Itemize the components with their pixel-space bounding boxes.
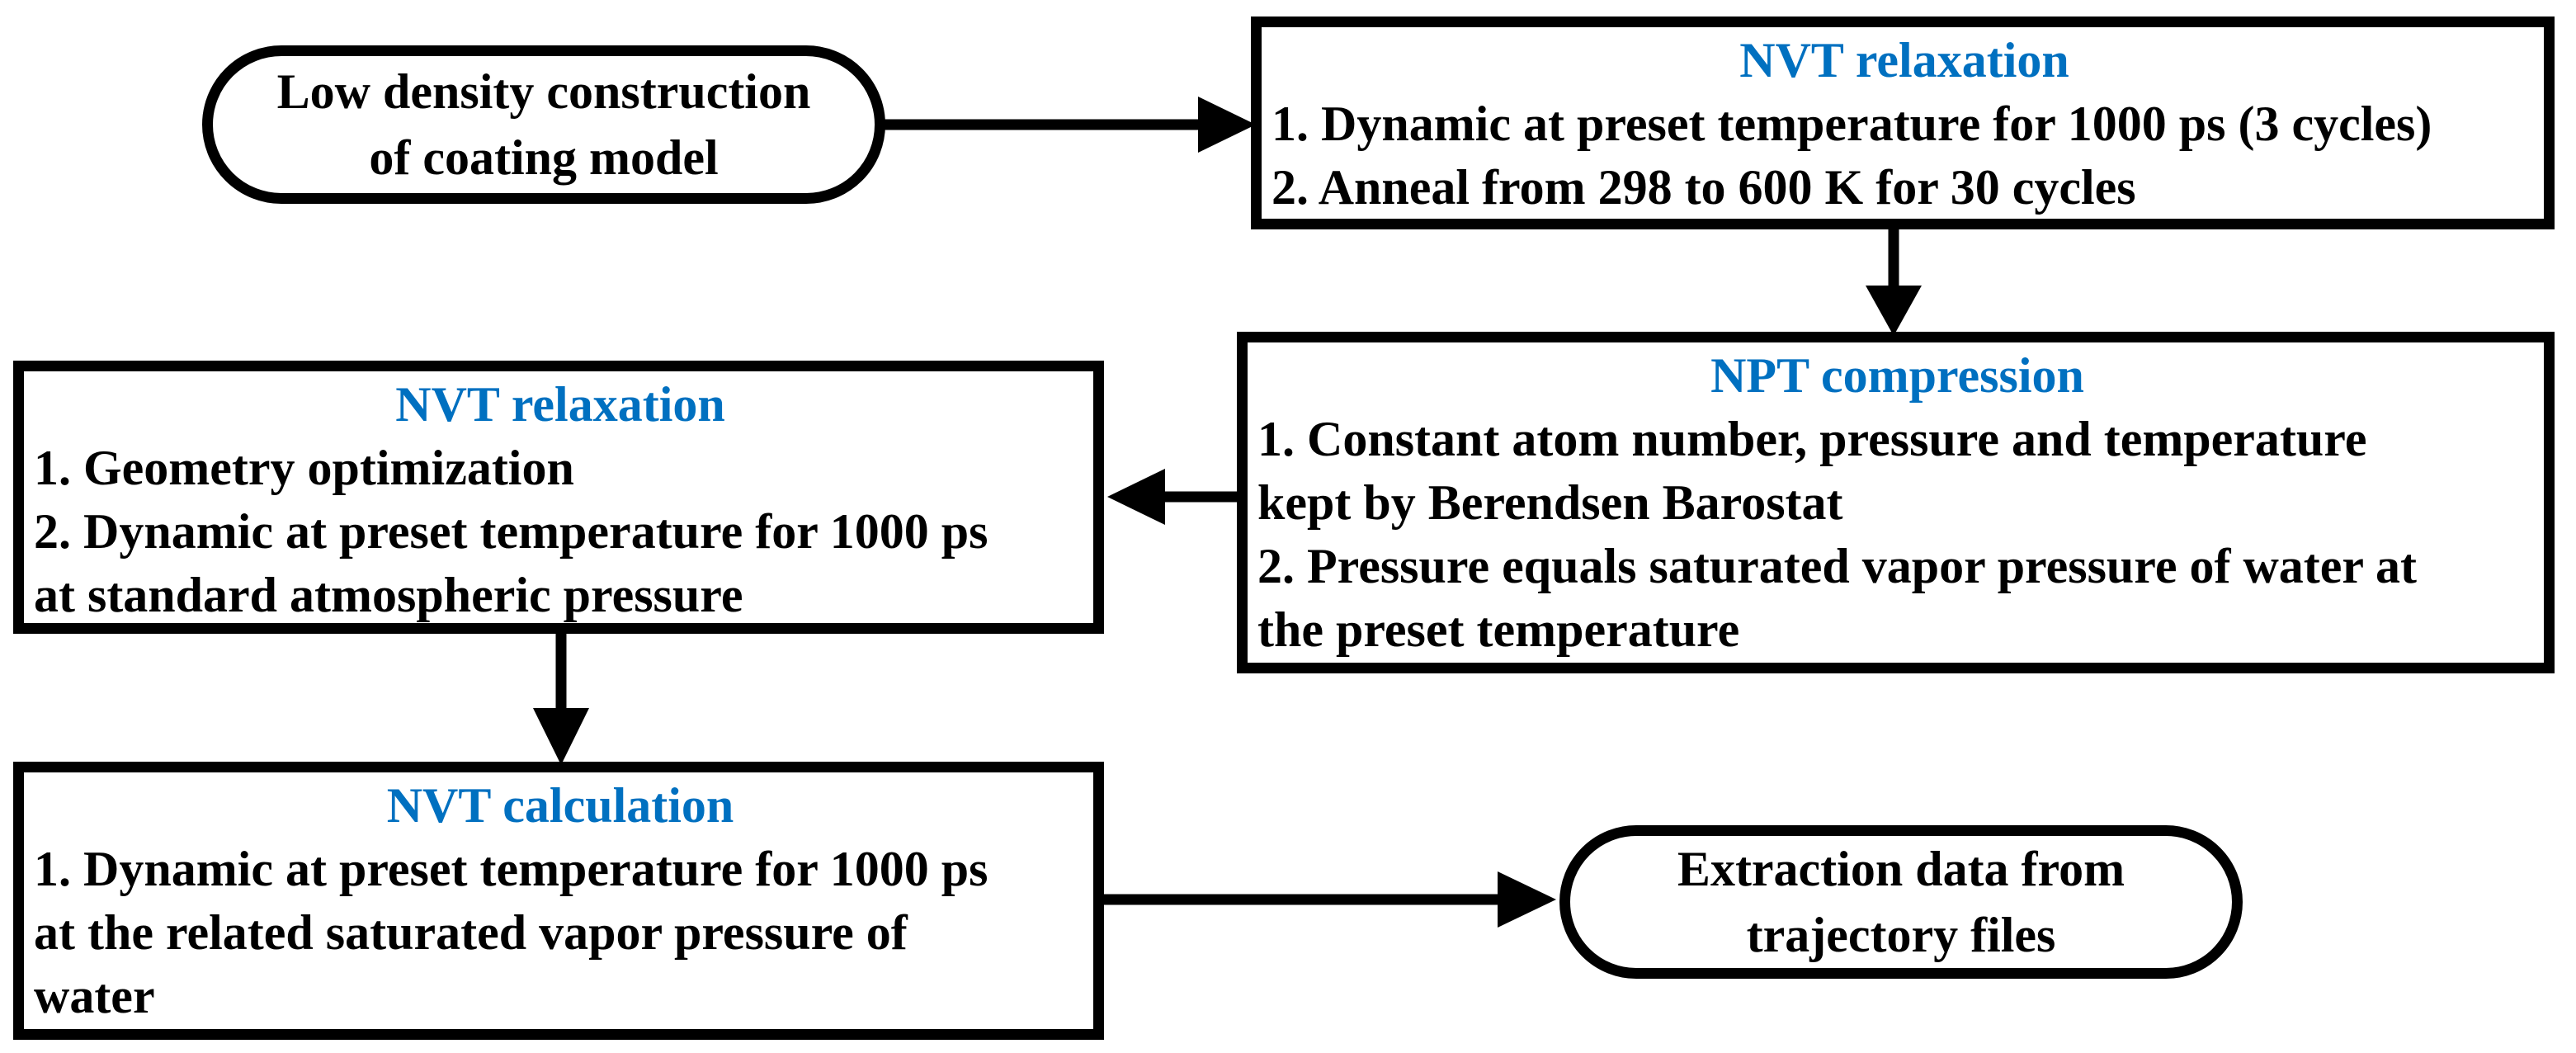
node-text-line: 2. Dynamic at preset temperature for 100… xyxy=(34,504,988,559)
node-text-line: 1. Geometry optimization xyxy=(34,441,574,495)
node-start-terminal: Low density construction of coating mode… xyxy=(202,45,885,204)
node-end-terminal: Extraction data from trajectory files xyxy=(1559,825,2243,979)
arrow-npt-compression-to-nvt-relaxation-2 xyxy=(1107,469,1237,525)
arrow-start-to-nvt-relaxation-1 xyxy=(883,97,1256,153)
node-text-line: water xyxy=(34,969,155,1023)
node-nvt-relaxation-2: NVT relaxation 1. Geometry optimization … xyxy=(13,361,1104,634)
node-title: NVT relaxation xyxy=(1739,33,2069,87)
node-text-line: of coating model xyxy=(369,130,719,185)
node-title: NVT relaxation xyxy=(395,377,725,432)
node-text-line: 1. Constant atom number, pressure and te… xyxy=(1257,412,2367,466)
node-text-line: kept by Berendsen Barostat xyxy=(1257,475,1843,530)
node-text-line: 1. Dynamic at preset temperature for 100… xyxy=(34,842,988,896)
node-text-line: at the related saturated vapor pressure … xyxy=(34,905,908,960)
arrow-nvt-relaxation-1-to-npt-compression xyxy=(1866,224,1922,336)
arrow-nvt-relaxation-2-to-nvt-calculation xyxy=(533,629,589,765)
node-nvt-calculation: NVT calculation 1. Dynamic at preset tem… xyxy=(13,762,1104,1040)
arrow-nvt-calculation-to-end xyxy=(1104,871,1556,928)
node-text-line: at standard atmospheric pressure xyxy=(34,568,743,622)
node-text-line: Extraction data from xyxy=(1677,842,2125,896)
node-text-line: the preset temperature xyxy=(1257,602,1740,657)
node-text-line: 2. Anneal from 298 to 600 K for 30 cycle… xyxy=(1271,160,2136,215)
node-text-line: 2. Pressure equals saturated vapor press… xyxy=(1257,539,2417,593)
node-text-line: 1. Dynamic at preset temperature for 100… xyxy=(1271,97,2432,151)
node-npt-compression: NPT compression 1. Constant atom number,… xyxy=(1237,332,2555,673)
node-title: NPT compression xyxy=(1710,348,2084,403)
node-title: NVT calculation xyxy=(386,778,734,833)
node-text-line: trajectory files xyxy=(1746,908,2056,962)
node-nvt-relaxation-1: NVT relaxation 1. Dynamic at preset temp… xyxy=(1251,17,2555,229)
node-text-line: Low density construction xyxy=(276,64,811,119)
